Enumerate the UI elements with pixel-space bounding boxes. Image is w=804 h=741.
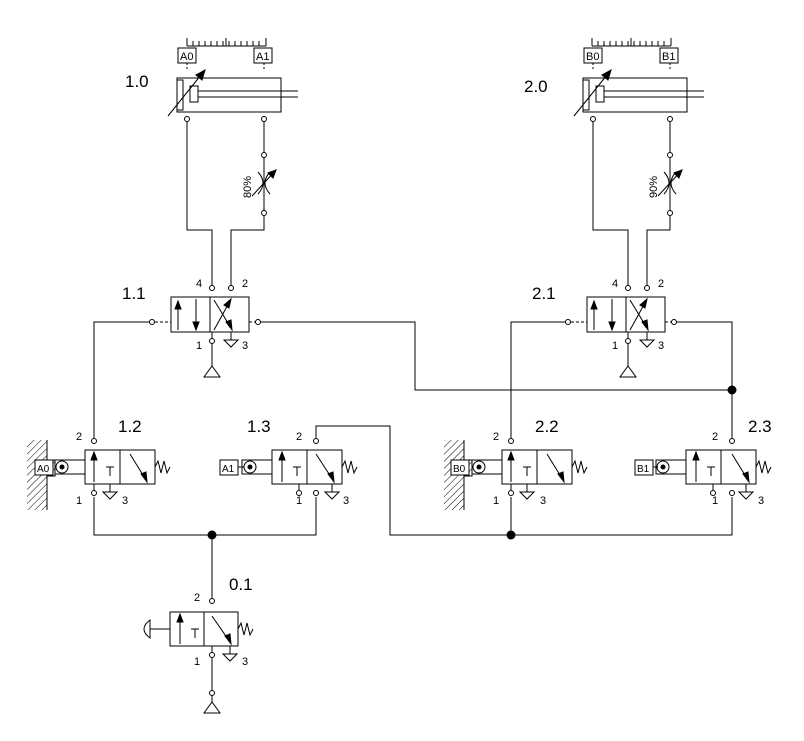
svg-text:2: 2 — [493, 431, 499, 443]
sensor-a1-tag: A1 — [254, 48, 272, 63]
sensor-a1-tag-valve: A1 — [220, 460, 238, 475]
valve-2-1: 2.1 4 2 1 3 — [532, 278, 677, 377]
cylinder-b-label: 2.0 — [524, 77, 548, 96]
svg-text:A0: A0 — [37, 464, 50, 475]
flow-control-b: 90% — [648, 121, 682, 216]
svg-text:1: 1 — [194, 656, 200, 668]
flow-control-a: 80% — [242, 121, 276, 216]
valve-2-2: 2.2 2 B0 1 3 — [444, 417, 587, 510]
flow-b-percent: 90% — [648, 176, 660, 198]
sensor-b0-label: B0 — [586, 51, 599, 63]
svg-text:3: 3 — [758, 495, 764, 507]
valve-1-2-label: 1.2 — [118, 417, 142, 436]
svg-text:1: 1 — [612, 340, 618, 352]
sensor-b0-tag-valve: B0 — [451, 460, 469, 475]
cylinder-1-0: A0 A1 1.0 — [125, 38, 298, 122]
valve-1-1: 1.1 4 2 1 3 — [122, 278, 261, 377]
svg-text:2: 2 — [194, 592, 200, 604]
valve-2-3: 2.3 2 B1 1 3 — [635, 417, 772, 507]
sensor-b1-label: B1 — [662, 51, 675, 63]
cylinder-a-label: 1.0 — [125, 72, 149, 91]
svg-text:3: 3 — [122, 495, 128, 507]
svg-text:3: 3 — [658, 340, 664, 352]
signal-lines — [94, 322, 736, 598]
svg-text:B0: B0 — [453, 464, 466, 475]
svg-text:2: 2 — [76, 431, 82, 443]
svg-text:3: 3 — [540, 495, 546, 507]
sensor-b1-tag: B1 — [660, 48, 678, 63]
svg-text:B1: B1 — [637, 464, 650, 475]
lines-cylinder-b — [593, 121, 670, 285]
sensor-b1-tag-valve: B1 — [635, 460, 653, 475]
valve-0-1: 0.1 2 1 3 — [144, 575, 253, 713]
svg-text:3: 3 — [343, 495, 349, 507]
valve-2-1-label: 2.1 — [532, 284, 556, 303]
valve-1-3-label: 1.3 — [247, 417, 271, 436]
svg-text:1: 1 — [296, 495, 302, 507]
cylinder-2-0: B0 B1 2.0 — [524, 38, 704, 122]
svg-text:2: 2 — [658, 278, 664, 290]
svg-text:1: 1 — [196, 340, 202, 352]
svg-text:1: 1 — [493, 495, 499, 507]
cylinder-a-scale — [187, 38, 266, 46]
svg-text:3: 3 — [242, 656, 248, 668]
svg-text:1: 1 — [712, 495, 718, 507]
valve-1-3: 1.3 2 A1 1 3 — [220, 417, 357, 507]
cylinder-b-scale — [592, 38, 671, 46]
svg-text:3: 3 — [242, 340, 248, 352]
sensor-a0-label: A0 — [180, 51, 193, 63]
svg-text:A1: A1 — [222, 464, 235, 475]
valve-1-2: 1.2 2 A0 1 3 — [27, 417, 170, 510]
flow-a-percent: 80% — [242, 176, 254, 198]
svg-text:2: 2 — [296, 431, 302, 443]
svg-text:2: 2 — [712, 431, 718, 443]
sensor-b0-tag: B0 — [584, 48, 602, 63]
valve-2-3-label: 2.3 — [748, 417, 772, 436]
lines-cylinder-a — [187, 121, 264, 285]
sensor-a1-label: A1 — [256, 51, 269, 63]
valve-0-1-label: 0.1 — [229, 575, 253, 594]
svg-text:1: 1 — [76, 495, 82, 507]
sensor-a0-tag-valve: A0 — [35, 460, 53, 475]
svg-text:4: 4 — [612, 278, 618, 290]
valve-1-1-label: 1.1 — [122, 284, 146, 303]
sensor-a0-tag: A0 — [178, 48, 196, 63]
svg-text:4: 4 — [196, 278, 202, 290]
valve-2-2-label: 2.2 — [535, 417, 559, 436]
svg-text:2: 2 — [242, 278, 248, 290]
